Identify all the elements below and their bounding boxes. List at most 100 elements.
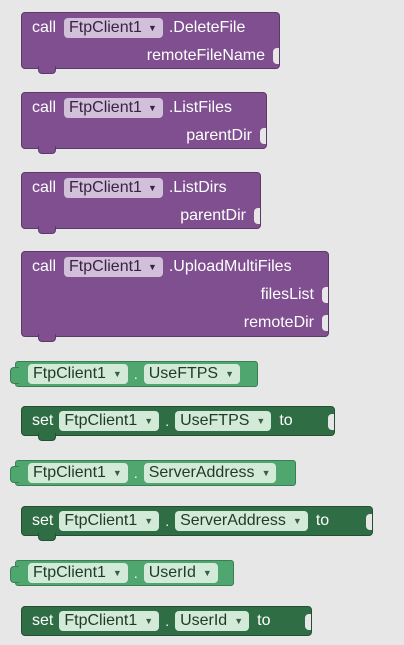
arg-socket[interactable]: [322, 315, 328, 331]
to-keyword: to: [315, 512, 330, 529]
set-keyword: set: [32, 512, 54, 529]
next-connector: [38, 146, 56, 154]
next-connector: [38, 334, 56, 342]
property-dropdown[interactable]: ServerAddress ▼: [143, 463, 277, 483]
triangle-down-icon: ▼: [234, 616, 244, 626]
set-useftps-block[interactable]: set FtpClient1 ▼ . UseFTPS ▼ to: [21, 406, 335, 441]
triangle-down-icon: ▼: [261, 468, 271, 478]
component-name: FtpClient1: [69, 99, 142, 116]
triangle-down-icon: ▼: [292, 516, 302, 526]
property-name: ServerAddress: [148, 464, 255, 481]
triangle-down-icon: ▼: [202, 568, 212, 578]
get-serveraddress-block[interactable]: FtpClient1 ▼ . ServerAddress ▼: [10, 460, 296, 486]
property-name: ServerAddress: [180, 512, 286, 529]
next-connector: [38, 226, 56, 234]
arg-socket[interactable]: [254, 208, 260, 224]
dot-separator: .: [165, 613, 170, 629]
dot-separator: .: [165, 513, 170, 529]
value-socket[interactable]: [366, 514, 372, 530]
triangle-down-icon: ▼: [147, 262, 157, 272]
property-dropdown[interactable]: UseFTPS ▼: [175, 411, 272, 431]
call-listdirs-block[interactable]: call FtpClient1 ▼ .ListDirs parentDir: [21, 172, 261, 234]
component-name: FtpClient1: [33, 464, 106, 481]
arg-label: remoteFileName: [146, 47, 265, 64]
output-connector: [10, 367, 19, 384]
component-dropdown[interactable]: FtpClient1 ▼: [64, 178, 163, 198]
component-name: FtpClient1: [33, 564, 106, 581]
triangle-down-icon: ▼: [256, 416, 266, 426]
method-name: .UploadMultiFiles: [168, 258, 292, 275]
arg-label: filesList: [260, 286, 314, 303]
component-dropdown[interactable]: FtpClient1 ▼: [28, 364, 128, 384]
component-dropdown[interactable]: FtpClient1 ▼: [64, 257, 163, 277]
call-keyword: call: [32, 179, 57, 196]
component-name: FtpClient1: [69, 179, 142, 196]
component-dropdown[interactable]: FtpClient1 ▼: [28, 463, 128, 483]
component-dropdown[interactable]: FtpClient1 ▼: [28, 563, 128, 583]
call-listfiles-block[interactable]: call FtpClient1 ▼ .ListFiles parentDir: [21, 92, 267, 154]
next-connector: [38, 66, 56, 74]
dot-separator: .: [133, 565, 138, 581]
to-keyword: to: [257, 612, 271, 629]
arg-label: parentDir: [180, 207, 246, 224]
value-socket[interactable]: [305, 614, 311, 630]
arg-socket[interactable]: [322, 287, 328, 303]
component-dropdown[interactable]: FtpClient1 ▼: [59, 511, 160, 531]
triangle-down-icon: ▼: [112, 369, 122, 379]
component-name: FtpClient1: [64, 612, 138, 629]
call-keyword: call: [32, 19, 57, 36]
arg-socket[interactable]: [260, 128, 266, 144]
component-dropdown[interactable]: FtpClient1 ▼: [59, 611, 160, 631]
set-keyword: set: [32, 612, 54, 629]
value-socket[interactable]: [328, 414, 334, 430]
triangle-down-icon: ▼: [144, 616, 154, 626]
property-name: UserId: [180, 612, 228, 629]
call-keyword: call: [32, 99, 57, 116]
triangle-down-icon: ▼: [147, 23, 157, 33]
property-name: UseFTPS: [180, 412, 250, 429]
get-useftps-block[interactable]: FtpClient1 ▼ . UseFTPS ▼: [10, 361, 258, 387]
triangle-down-icon: ▼: [144, 516, 154, 526]
method-name: .ListDirs: [168, 179, 227, 196]
arg-socket[interactable]: [273, 48, 279, 64]
property-name: UseFTPS: [148, 365, 219, 382]
component-name: FtpClient1: [64, 412, 138, 429]
arg-label: parentDir: [186, 127, 252, 144]
component-dropdown[interactable]: FtpClient1 ▼: [64, 18, 163, 38]
get-userid-block[interactable]: FtpClient1 ▼ . UserId ▼: [10, 560, 234, 586]
set-serveraddress-block[interactable]: set FtpClient1 ▼ . ServerAddress ▼ to: [21, 506, 373, 541]
output-connector: [10, 466, 19, 483]
property-dropdown[interactable]: UserId ▼: [143, 563, 218, 583]
to-keyword: to: [279, 412, 293, 429]
property-dropdown[interactable]: UserId ▼: [175, 611, 250, 631]
dot-separator: .: [133, 366, 138, 382]
component-dropdown[interactable]: FtpClient1 ▼: [64, 98, 163, 118]
component-name: FtpClient1: [69, 19, 142, 36]
call-deletefile-block[interactable]: call FtpClient1 ▼ .DeleteFile remoteFile…: [21, 12, 280, 74]
set-keyword: set: [32, 412, 54, 429]
method-name: .DeleteFile: [168, 19, 246, 36]
triangle-down-icon: ▼: [147, 183, 157, 193]
method-name: .ListFiles: [168, 99, 232, 116]
call-uploadmultifiles-block[interactable]: call FtpClient1 ▼ .UploadMultiFiles file…: [21, 251, 329, 342]
dot-separator: .: [133, 465, 138, 481]
next-connector: [38, 533, 56, 541]
property-dropdown[interactable]: ServerAddress ▼: [175, 511, 308, 531]
component-dropdown[interactable]: FtpClient1 ▼: [59, 411, 160, 431]
triangle-down-icon: ▼: [147, 103, 157, 113]
property-name: UserId: [148, 564, 196, 581]
triangle-down-icon: ▼: [112, 468, 122, 478]
component-name: FtpClient1: [33, 365, 106, 382]
arg-label: remoteDir: [243, 314, 314, 331]
triangle-down-icon: ▼: [112, 568, 122, 578]
output-connector: [10, 566, 19, 583]
dot-separator: .: [165, 413, 170, 429]
call-keyword: call: [32, 258, 57, 275]
triangle-down-icon: ▼: [225, 369, 234, 379]
triangle-down-icon: ▼: [144, 416, 154, 426]
component-name: FtpClient1: [64, 512, 138, 529]
set-userid-block[interactable]: set FtpClient1 ▼ . UserId ▼ to: [21, 606, 312, 636]
property-dropdown[interactable]: UseFTPS ▼: [143, 364, 240, 384]
component-name: FtpClient1: [69, 258, 142, 275]
